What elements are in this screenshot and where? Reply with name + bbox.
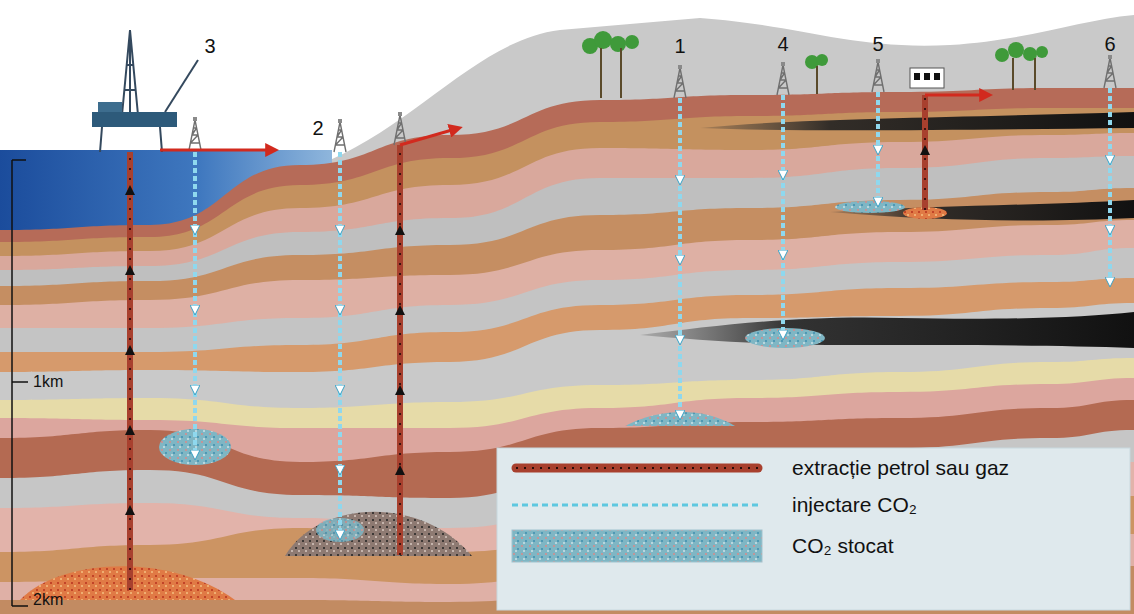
- legend-box: [497, 448, 1130, 610]
- building-windows: [914, 73, 940, 80]
- strata: [0, 88, 1134, 614]
- legend-text: extracție petrol sau gaz: [792, 456, 1009, 480]
- scale-label: 1km: [33, 373, 63, 391]
- building: [910, 68, 944, 88]
- legend-text: injectare CO₂: [792, 493, 917, 517]
- callout-number: 3: [204, 35, 215, 58]
- callout-number: 4: [777, 33, 788, 56]
- trees: [582, 31, 1048, 98]
- offshore-platform: [92, 30, 198, 152]
- callout-number: 1: [674, 35, 685, 58]
- scale-bar: [12, 160, 28, 606]
- injection-wells: [195, 88, 1110, 535]
- callout-number: 6: [1104, 33, 1115, 56]
- callout-number: 2: [312, 117, 323, 140]
- scale-label: 2km: [33, 591, 63, 609]
- coal-seams: [640, 112, 1134, 348]
- callout-number: 5: [872, 33, 883, 56]
- gas-reservoir: [285, 512, 472, 556]
- legend-text: CO₂ stocat: [792, 534, 894, 558]
- derricks: [189, 55, 1116, 152]
